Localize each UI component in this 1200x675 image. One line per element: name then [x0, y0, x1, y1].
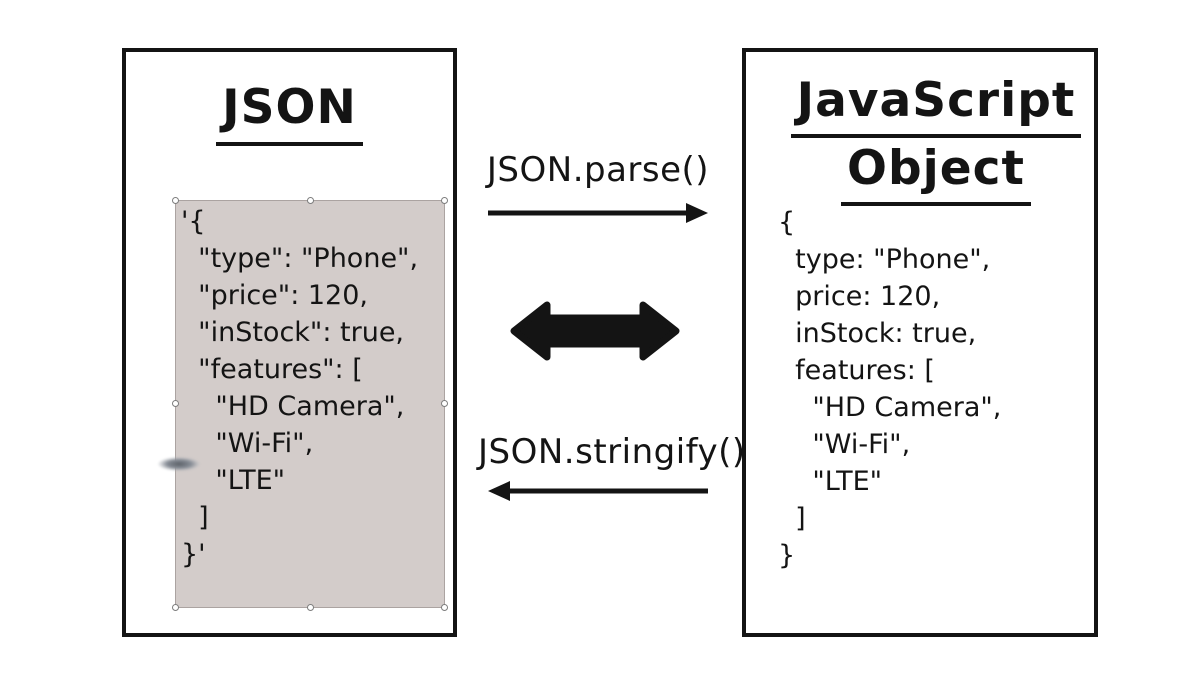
jsobject-code-text: { type: "Phone", price: 120, inStock: tr… [778, 207, 1002, 571]
jsobject-title-line1-wrap: JavaScript [762, 70, 1110, 138]
jsobject-panel-title: JavaScript Object [762, 70, 1110, 206]
jsobject-title-line2-wrap: Object [762, 138, 1110, 206]
selection-handle-middle-left[interactable] [172, 400, 179, 407]
right-arrow-icon [488, 203, 708, 223]
selection-handle-top-right[interactable] [441, 197, 448, 204]
json-panel-title: JSON [126, 78, 453, 146]
selection-handle-middle-right[interactable] [441, 400, 448, 407]
selection-handle-top-left[interactable] [172, 197, 179, 204]
left-arrow-icon [488, 481, 708, 501]
smudge-artifact [158, 457, 200, 471]
selection-handle-bottom-left[interactable] [172, 604, 179, 611]
selection-handle-bottom-right[interactable] [441, 604, 448, 611]
json-code-text: '{ "type": "Phone", "price": 120, "inSto… [181, 206, 419, 570]
jsobject-title-line1: JavaScript [790, 70, 1082, 138]
jsobject-panel-box: JavaScript Object [742, 48, 1098, 637]
selection-handle-top-center[interactable] [307, 197, 314, 204]
stringify-label: JSON.stringify() [478, 432, 746, 472]
parse-label: JSON.parse() [486, 150, 710, 190]
jsobject-title-line2: Object [841, 138, 1031, 206]
double-headed-arrow-icon [510, 301, 680, 361]
json-title-text: JSON [216, 78, 363, 146]
selection-handle-bottom-center[interactable] [307, 604, 314, 611]
